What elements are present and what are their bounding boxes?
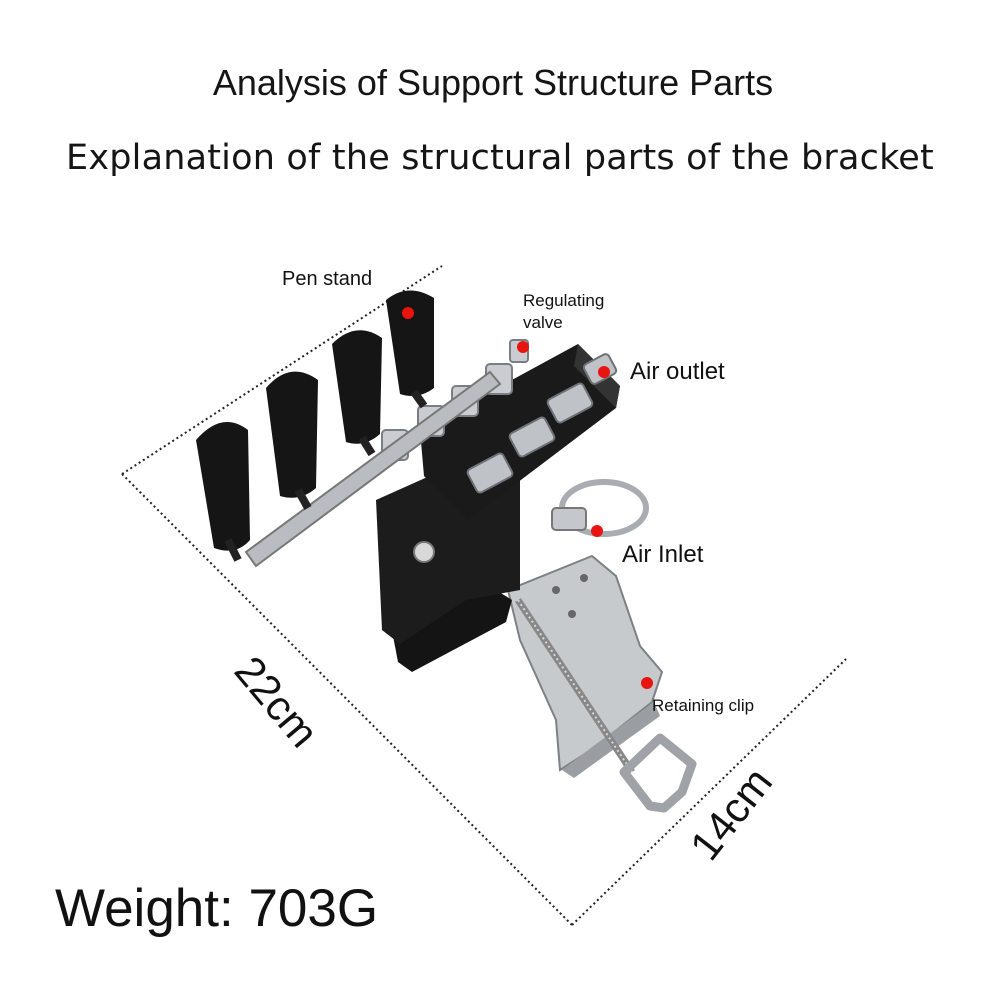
marker-retaining-clip — [641, 677, 653, 689]
page-title: Analysis of Support Structure Parts — [212, 62, 774, 103]
label-air-inlet: Air Inlet — [622, 541, 704, 568]
retaining-clip-part — [506, 554, 697, 813]
pen-stand-part — [196, 290, 502, 568]
page-subtitle: Explanation of the structural parts of t… — [66, 138, 934, 178]
label-regulating-valve: Regulating valve — [523, 290, 643, 334]
annotation-markers — [402, 307, 653, 689]
label-retaining-clip: Retaining clip — [652, 696, 755, 715]
label-air-outlet: Air outlet — [630, 358, 725, 385]
marker-air-outlet — [598, 366, 610, 378]
dimension-line-width — [571, 658, 847, 926]
label-regulating-valve-line2: valve — [523, 313, 563, 332]
marker-pen-stand — [402, 307, 414, 319]
dimension-line-top — [121, 265, 443, 475]
marker-air-inlet — [591, 525, 603, 537]
weight-label: Weight: 703G — [55, 879, 379, 938]
label-regulating-valve-line1: Regulating — [523, 291, 605, 310]
bracket-body — [376, 339, 649, 672]
dimension-line-length — [121, 473, 573, 926]
label-pen-stand: Pen stand — [282, 268, 373, 290]
marker-regulating-valve — [517, 341, 529, 353]
